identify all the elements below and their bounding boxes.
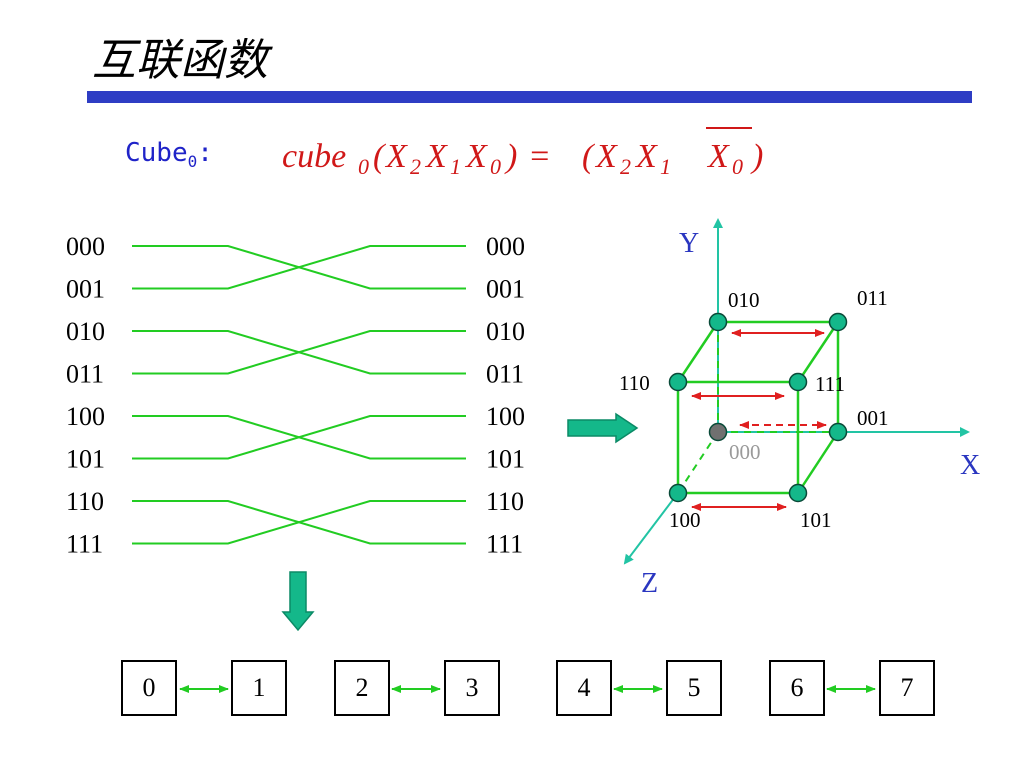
wire-101-to-100 [132,415,466,460]
cube-formula: cube 0 ( X 2 X 1 X 0 ) = ( X 2 X 1 X 0 ) [282,127,763,179]
left-label-111: 111 [66,530,103,559]
wire-001-to-000 [132,245,466,290]
left-label-010: 010 [66,317,105,346]
box-node-0: 0 [121,660,177,716]
slide-title: 互联函数 [92,35,268,86]
title-underline-bar [87,91,972,103]
formula-fn-sub: 0 [358,154,369,179]
left-address-labels: 000 001 010 011 100 101 110 111 [66,232,105,559]
formula-x0-sub: 0 [490,154,501,179]
formula-x1-sub: 1 [450,154,461,179]
box-node-1: 1 [231,660,287,716]
node-label-001: 001 [857,406,889,430]
formula-close-paren: ) [504,138,517,175]
box-node-2: 2 [334,660,390,716]
edge-000-100 [677,431,719,494]
down-arrow-icon [281,571,315,632]
node-101 [788,483,808,503]
right-label-001: 001 [486,275,525,304]
box-node-6: 6 [769,660,825,716]
edge-011-111 [796,321,840,383]
formula-label-colon: : [197,138,213,168]
box-node-5: 5 [666,660,722,716]
right-label-110: 110 [486,487,524,516]
node-110 [668,372,688,392]
wire-011-to-010 [132,330,466,375]
formula-open-paren-2: ( [582,138,596,175]
right-label-000: 000 [486,232,525,261]
left-label-101: 101 [66,445,105,474]
node-000 [708,422,728,442]
formula-rhs-x2: X [594,138,618,175]
formula-label: Cube0: [125,138,213,171]
formula-label-text: Cube [125,138,188,168]
cube-graph: Y X Z [619,218,980,599]
formula-open-paren: ( [373,138,387,175]
z-axis [623,492,679,565]
right-label-010: 010 [486,317,525,346]
right-label-011: 011 [486,360,524,389]
y-axis-label: Y [679,228,699,259]
edge-001-101 [796,431,840,494]
right-address-labels: 000 001 010 011 100 101 110 111 [486,232,525,559]
formula-rhs-x1-sub: 1 [660,154,671,179]
box-node-7: 7 [879,660,935,716]
formula-x2-sub: 2 [410,154,421,179]
formula-fn: cube [282,138,346,175]
left-label-011: 011 [66,360,104,389]
formula-rhs-x0-bar: X [706,138,730,175]
node-100 [668,483,688,503]
node-label-011: 011 [857,286,888,310]
node-label-111: 111 [815,372,845,396]
node-001 [828,422,848,442]
formula-close-paren-2: ) [750,138,763,175]
node-010 [708,312,728,332]
left-label-110: 110 [66,487,104,516]
node-111 [788,372,808,392]
formula-x0: X [464,138,488,175]
x-axis-label: X [960,450,980,481]
node-label-110: 110 [619,371,650,395]
formula-equals: = [528,138,551,175]
formula-rhs-x1: X [634,138,658,175]
node-label-010: 010 [728,288,760,312]
box-node-4: 4 [556,660,612,716]
wire-111-to-110 [132,500,466,545]
cube0-wiring [132,245,466,545]
z-axis-label: Z [641,568,658,599]
node-label-000: 000 [729,440,761,464]
formula-x1: X [424,138,448,175]
formula-x2: X [384,138,408,175]
box-node-3: 3 [444,660,500,716]
node-label-101: 101 [800,508,832,532]
right-label-111: 111 [486,530,523,559]
left-label-001: 001 [66,275,105,304]
formula-rhs-x2-sub: 2 [620,154,631,179]
right-arrow-icon [567,412,639,444]
edge-010-110 [676,321,720,383]
right-label-101: 101 [486,445,525,474]
right-label-100: 100 [486,402,525,431]
left-label-100: 100 [66,402,105,431]
node-011 [828,312,848,332]
node-label-100: 100 [669,508,701,532]
formula-label-subscript: 0 [187,152,198,172]
left-label-000: 000 [66,232,105,261]
formula-rhs-x0-sub: 0 [732,154,743,179]
